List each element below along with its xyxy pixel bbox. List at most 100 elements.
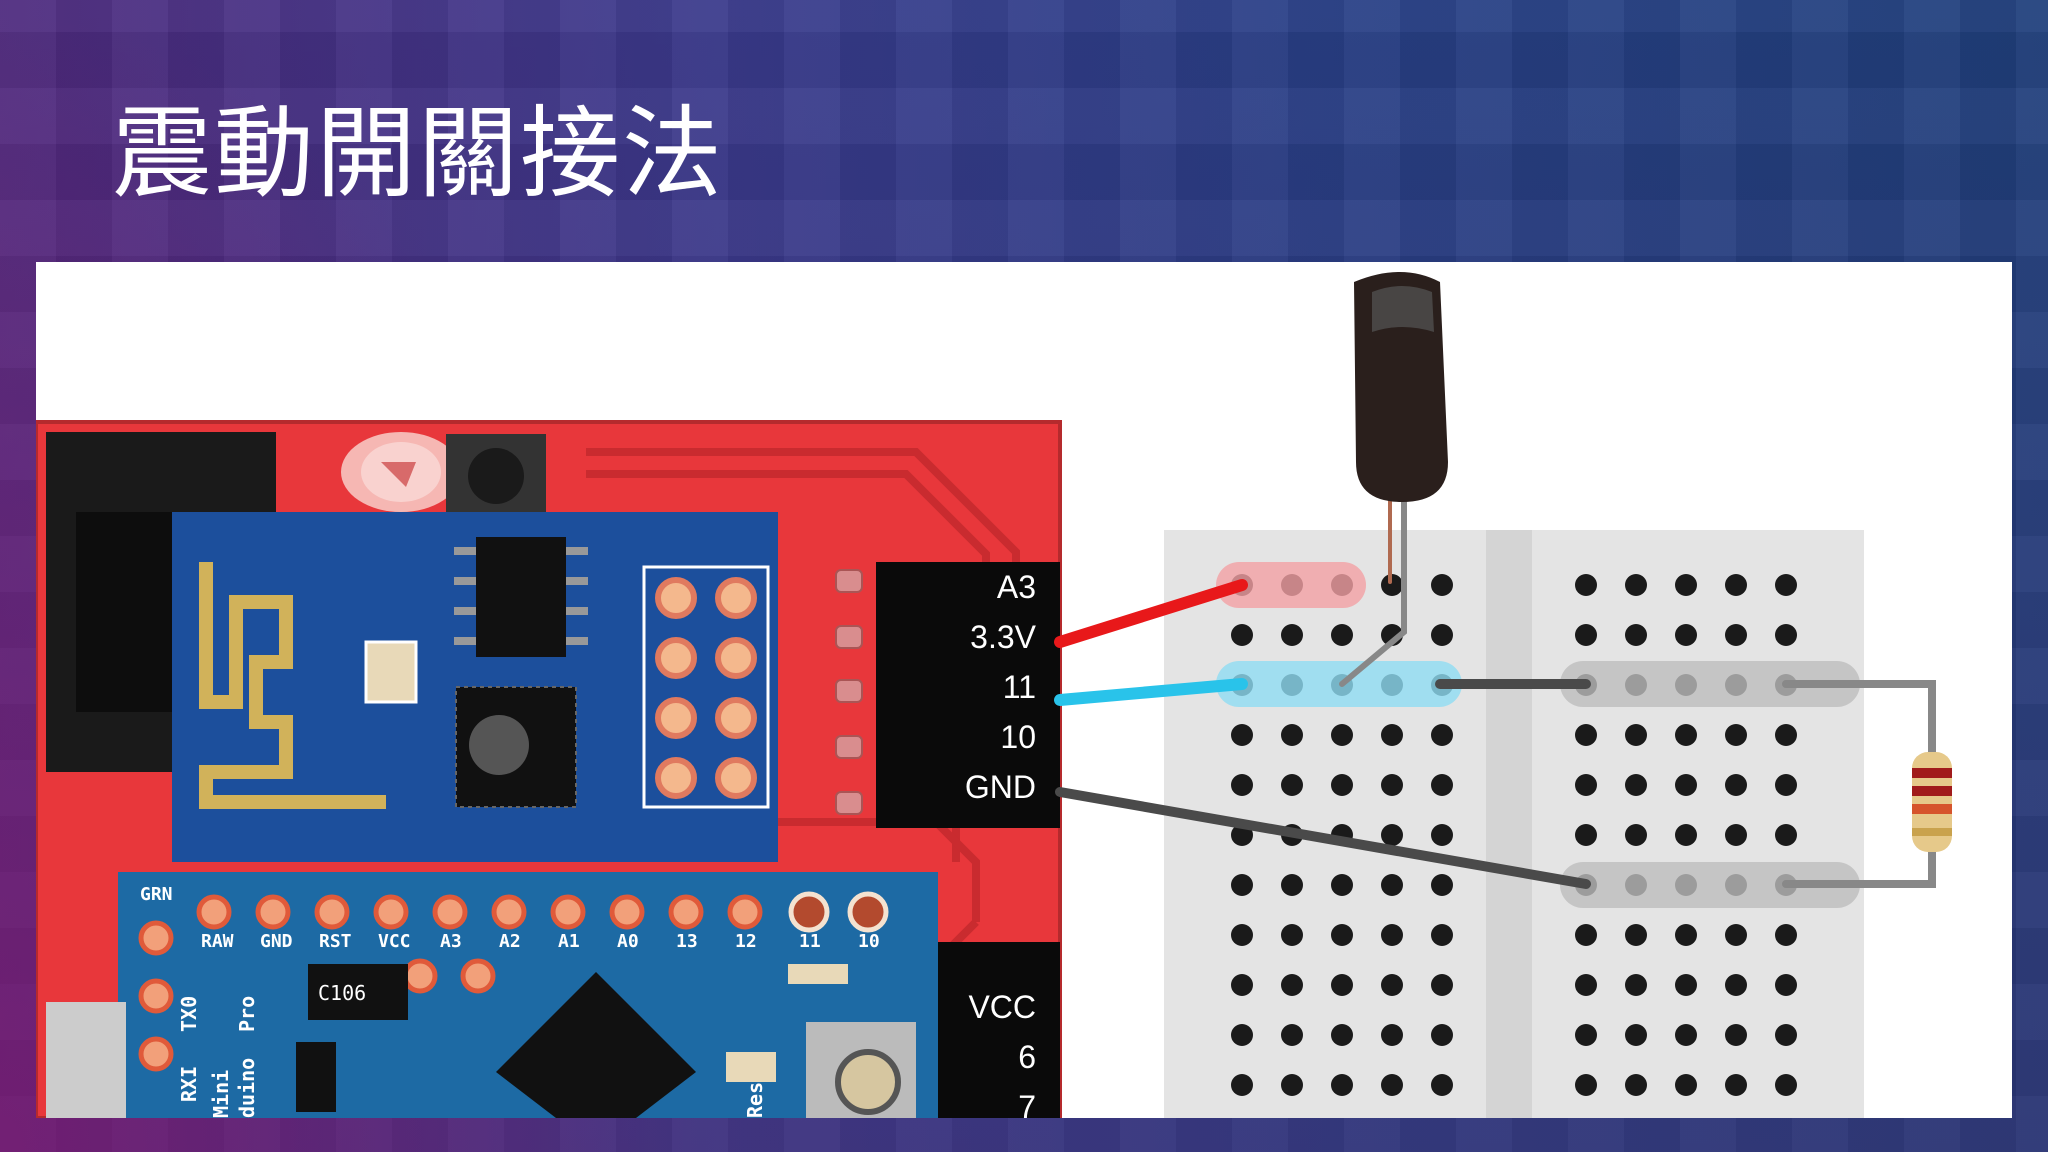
breadboard-hole (1625, 574, 1647, 596)
breadboard-hole (1775, 824, 1797, 846)
ground-wire (1055, 787, 1591, 889)
pin-label-7: 7 (1018, 1089, 1036, 1118)
board-label-rxi: RXI (177, 1066, 201, 1102)
wiring-diagram-panel: A3 3.3V 11 10 GND VCC 6 7 (36, 262, 2012, 1118)
breadboard-hole (1331, 874, 1353, 896)
breadboard-hole (1281, 1074, 1303, 1096)
breadboard-hole (1231, 874, 1253, 896)
breadboard-hole (1725, 1074, 1747, 1096)
signal-wire (1054, 678, 1248, 706)
breadboard-hole (1625, 1074, 1647, 1096)
breadboard-hole (1675, 1074, 1697, 1096)
breadboard-hole (1775, 1074, 1797, 1096)
breadboard-hole (1431, 824, 1453, 846)
breadboard-hole (1231, 624, 1253, 646)
breadboard-hole (1575, 1024, 1597, 1046)
board-label-10: 10 (858, 931, 880, 952)
breadboard-hole (1675, 774, 1697, 796)
resistor-lead-bottom (1782, 838, 1936, 888)
breadboard-hole (1381, 574, 1403, 596)
breadboard-hole (1331, 1074, 1353, 1096)
breadboard-hole (1431, 874, 1453, 896)
breadboard-hole (1281, 624, 1303, 646)
breadboard-hole (1331, 1024, 1353, 1046)
pin-label-6: 6 (1018, 1039, 1036, 1075)
slide-title: 震動開關接法 (112, 95, 724, 212)
breadboard-hole (1575, 624, 1597, 646)
pin-label-a3: A3 (997, 569, 1036, 605)
pin-label-vcc: VCC (968, 989, 1036, 1025)
breadboard-hole (1775, 624, 1797, 646)
signal-rail-highlight (1560, 661, 1860, 707)
board-label-12: 12 (735, 931, 757, 952)
breadboard-hole (1381, 874, 1403, 896)
breadboard-hole (1725, 624, 1747, 646)
breadboard-hole (1675, 974, 1697, 996)
breadboard-hole (1381, 774, 1403, 796)
board-label-gnd: GND (260, 931, 293, 952)
breadboard-hole (1431, 1074, 1453, 1096)
board-label-a1: A1 (558, 931, 580, 952)
breadboard-hole (1575, 924, 1597, 946)
breadboard-hole (1231, 774, 1253, 796)
breadboard-hole (1725, 774, 1747, 796)
breadboard-hole (1625, 724, 1647, 746)
breadboard-hole (1331, 724, 1353, 746)
breadboard-hole (1775, 724, 1797, 746)
breadboard-hole (1281, 974, 1303, 996)
board-label-duino: duino (235, 1058, 259, 1118)
board-label-a0: A0 (617, 931, 639, 952)
breadboard-hole (1725, 924, 1747, 946)
breadboard-hole (1331, 924, 1353, 946)
esp-wifi-module (172, 512, 778, 862)
breadboard-hole (1575, 724, 1597, 746)
resistor-lead-top (1782, 680, 1936, 766)
breadboard-hole (1625, 774, 1647, 796)
breadboard-hole (1625, 974, 1647, 996)
breadboard-hole (1725, 824, 1747, 846)
chip-label: C106 (318, 981, 366, 1005)
breadboard (1164, 530, 1864, 1118)
breadboard-hole (1625, 624, 1647, 646)
breadboard-hole (1231, 1024, 1253, 1046)
breadboard-hole (1281, 1024, 1303, 1046)
breadboard-hole (1575, 1074, 1597, 1096)
board-label-pro: Pro (235, 996, 259, 1032)
breadboard-hole (1431, 774, 1453, 796)
breadboard-hole (1625, 924, 1647, 946)
breadboard-hole (1331, 624, 1353, 646)
breadboard-hole (1575, 824, 1597, 846)
breadboard-hole (1675, 924, 1697, 946)
board-label-a2: A2 (499, 931, 521, 952)
breadboard-hole (1431, 974, 1453, 996)
vibration-switch (1354, 272, 1448, 502)
breadboard-hole (1775, 1024, 1797, 1046)
resistor (1912, 752, 1952, 852)
board-label-11: 11 (799, 931, 821, 952)
breadboard-hole (1231, 724, 1253, 746)
breadboard-hole (1231, 924, 1253, 946)
ground-rail-highlight (1560, 862, 1860, 908)
breadboard-hole (1775, 574, 1797, 596)
breadboard-hole (1381, 1024, 1403, 1046)
board-label-a3: A3 (440, 931, 462, 952)
pin-label-3v3: 3.3V (970, 619, 1036, 655)
breadboard-hole (1675, 624, 1697, 646)
power-wire (1054, 579, 1248, 648)
breadboard-hole (1675, 724, 1697, 746)
breadboard-hole (1331, 774, 1353, 796)
breadboard-hole (1331, 974, 1353, 996)
breadboard-hole (1675, 1024, 1697, 1046)
breadboard-hole (1725, 974, 1747, 996)
board-label-mini: Mini (209, 1070, 233, 1118)
breadboard-hole (1381, 824, 1403, 846)
pin-label-10: 10 (1000, 719, 1036, 755)
breadboard-hole (1231, 1074, 1253, 1096)
breadboard-hole (1675, 824, 1697, 846)
breadboard-hole (1575, 974, 1597, 996)
breadboard-hole (1625, 1024, 1647, 1046)
breadboard-hole (1281, 774, 1303, 796)
power-row-highlight (1216, 562, 1366, 608)
board-label-grn: GRN (140, 884, 173, 905)
breadboard-hole (1381, 974, 1403, 996)
